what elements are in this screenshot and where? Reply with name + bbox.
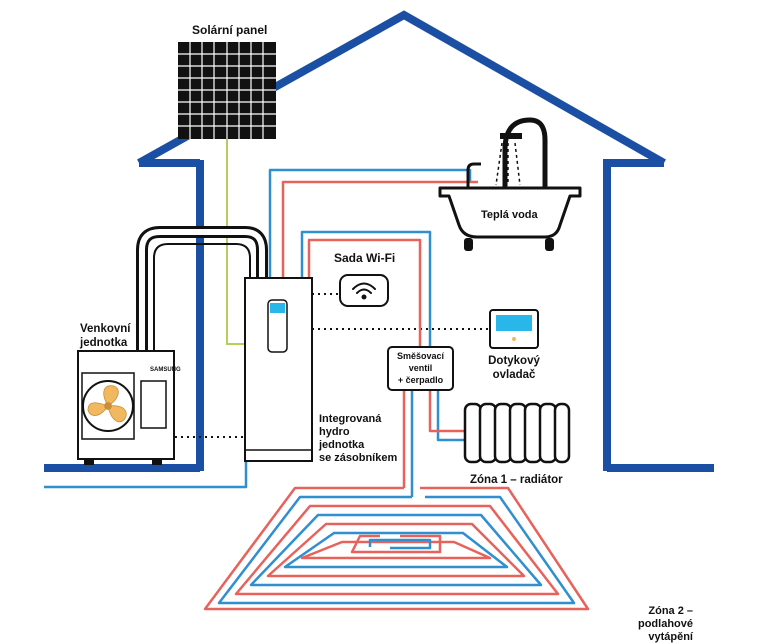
bathtub bbox=[438, 117, 582, 251]
communication-lines bbox=[175, 293, 490, 438]
underfloor-heating bbox=[203, 486, 590, 611]
mixing-valve-label: Směšovací ventil + čerpadlo bbox=[396, 351, 445, 385]
solar-panel-label: Solární panel bbox=[192, 23, 268, 37]
fan-icon bbox=[87, 385, 127, 423]
solar-cable bbox=[226, 139, 246, 345]
refrigerant-pipes bbox=[136, 226, 268, 350]
radiator bbox=[463, 402, 571, 464]
wifi-kit bbox=[339, 274, 389, 307]
outdoor-unit: SAMSUNG bbox=[77, 350, 181, 465]
samsung-logo: SAMSUNG bbox=[150, 367, 181, 373]
hydro-pipes bbox=[44, 168, 478, 497]
zone2-label: Zóna 2 – podlahové vytápění bbox=[637, 605, 693, 643]
zone1-label: Zóna 1 – radiátor bbox=[470, 474, 563, 486]
hydro-unit bbox=[244, 277, 313, 462]
hydro-unit-label: Integrovaná hydro jednotka se zásobníkem bbox=[319, 413, 398, 464]
touch-controller-label: Dotykový ovladač bbox=[488, 355, 540, 381]
touch-controller bbox=[489, 309, 539, 349]
wifi-kit-label: Sada Wi-Fi bbox=[334, 251, 396, 265]
outdoor-unit-label: Venkovní jednotka bbox=[80, 323, 131, 349]
solar-panel bbox=[178, 42, 276, 139]
hot-water-label: Teplá voda bbox=[481, 209, 538, 221]
shower-icon bbox=[495, 142, 521, 186]
wifi-icon bbox=[352, 282, 376, 300]
mixing-valve-box bbox=[387, 346, 454, 391]
